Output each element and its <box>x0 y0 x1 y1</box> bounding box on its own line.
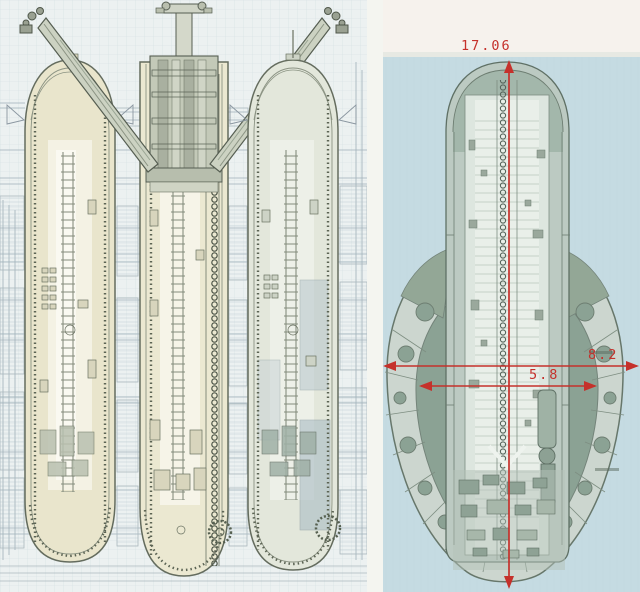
chain-hoist-right-tube <box>251 95 335 566</box>
arrow-left-icon <box>419 381 432 391</box>
silo-tube-left <box>6 53 134 563</box>
stamp-marks <box>589 351 619 471</box>
missile-tube-section <box>445 61 619 570</box>
silo-elevation-drawing <box>0 0 367 592</box>
gear-hub <box>215 527 225 537</box>
inner-width-dimension-label: 5.8 <box>529 367 559 383</box>
arrow-down-icon <box>504 576 514 589</box>
coil-chain-middle-tube <box>206 74 219 566</box>
fittings-left-tube <box>39 53 97 393</box>
ladder-middle-tube <box>171 190 185 500</box>
crane-arm-left <box>19 7 159 173</box>
breech-cluster-left-tube <box>39 425 95 477</box>
deflector-vee <box>487 444 527 469</box>
breech-cluster-right-tube <box>261 425 317 477</box>
casing-partitions <box>446 234 570 406</box>
band-transition <box>383 52 640 57</box>
arrow-up-icon <box>504 60 514 73</box>
silo-elevation-panel <box>0 0 367 592</box>
fittings-middle-tube <box>149 209 207 535</box>
silo-tube-right <box>229 30 357 571</box>
grapple-icon <box>19 7 44 34</box>
top-margin-band <box>383 0 640 57</box>
gear-icon <box>207 519 233 545</box>
height-dimension-label: 17.06 <box>461 38 512 54</box>
chain-hoist-left-tube <box>28 95 112 558</box>
central-coil-chain <box>499 80 515 560</box>
fittings-right-tube <box>261 53 319 367</box>
outer-width-dimension-label: 8.2 <box>588 347 618 363</box>
silo-tube-middle <box>19 1 349 577</box>
grapple-icon <box>324 7 349 34</box>
dome-brackets-right-tube <box>229 104 357 125</box>
dimension-annotations: 17.06 8.2 5.8 <box>383 38 639 589</box>
inter-tube-structures <box>0 107 367 555</box>
arrow-left-icon <box>383 361 396 371</box>
hull-cross-section-panel: 17.06 8.2 5.8 <box>383 0 640 592</box>
gear-icon <box>314 514 342 542</box>
panel-gap <box>367 0 383 592</box>
hull-cross-section-drawing: 17.06 8.2 5.8 <box>383 0 640 592</box>
arrow-right-icon <box>584 381 597 391</box>
loading-machinery-tower <box>145 1 223 193</box>
tube-fittings <box>468 139 546 427</box>
arrow-right-icon <box>626 361 639 371</box>
